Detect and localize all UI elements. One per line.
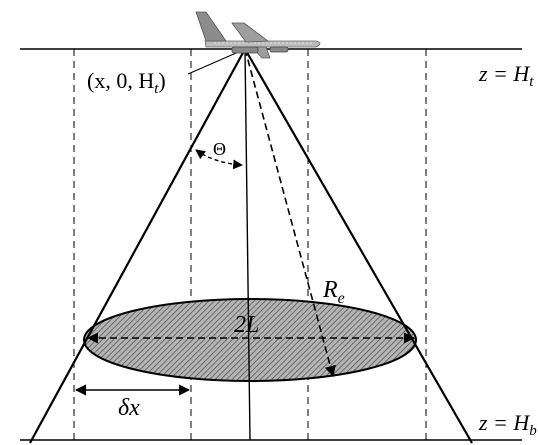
spacing-label: δx [118,395,140,421]
diameter-label: 2L [234,312,259,338]
cone-left-edge [29,48,246,444]
source-pointer-line [187,49,244,75]
radius-line [244,48,336,378]
aircraft-icon [195,11,321,59]
cone-right-edge [244,48,473,444]
angle-label: Θ [213,139,226,159]
bottom-plane-label: z = Hb [478,410,537,439]
source-point-label: (x, 0, Ht) [87,68,166,97]
top-plane-label: z = Ht [478,61,534,90]
vertical-axis [244,48,251,441]
radius-label: Re [322,277,345,307]
angle-arc [195,149,243,170]
